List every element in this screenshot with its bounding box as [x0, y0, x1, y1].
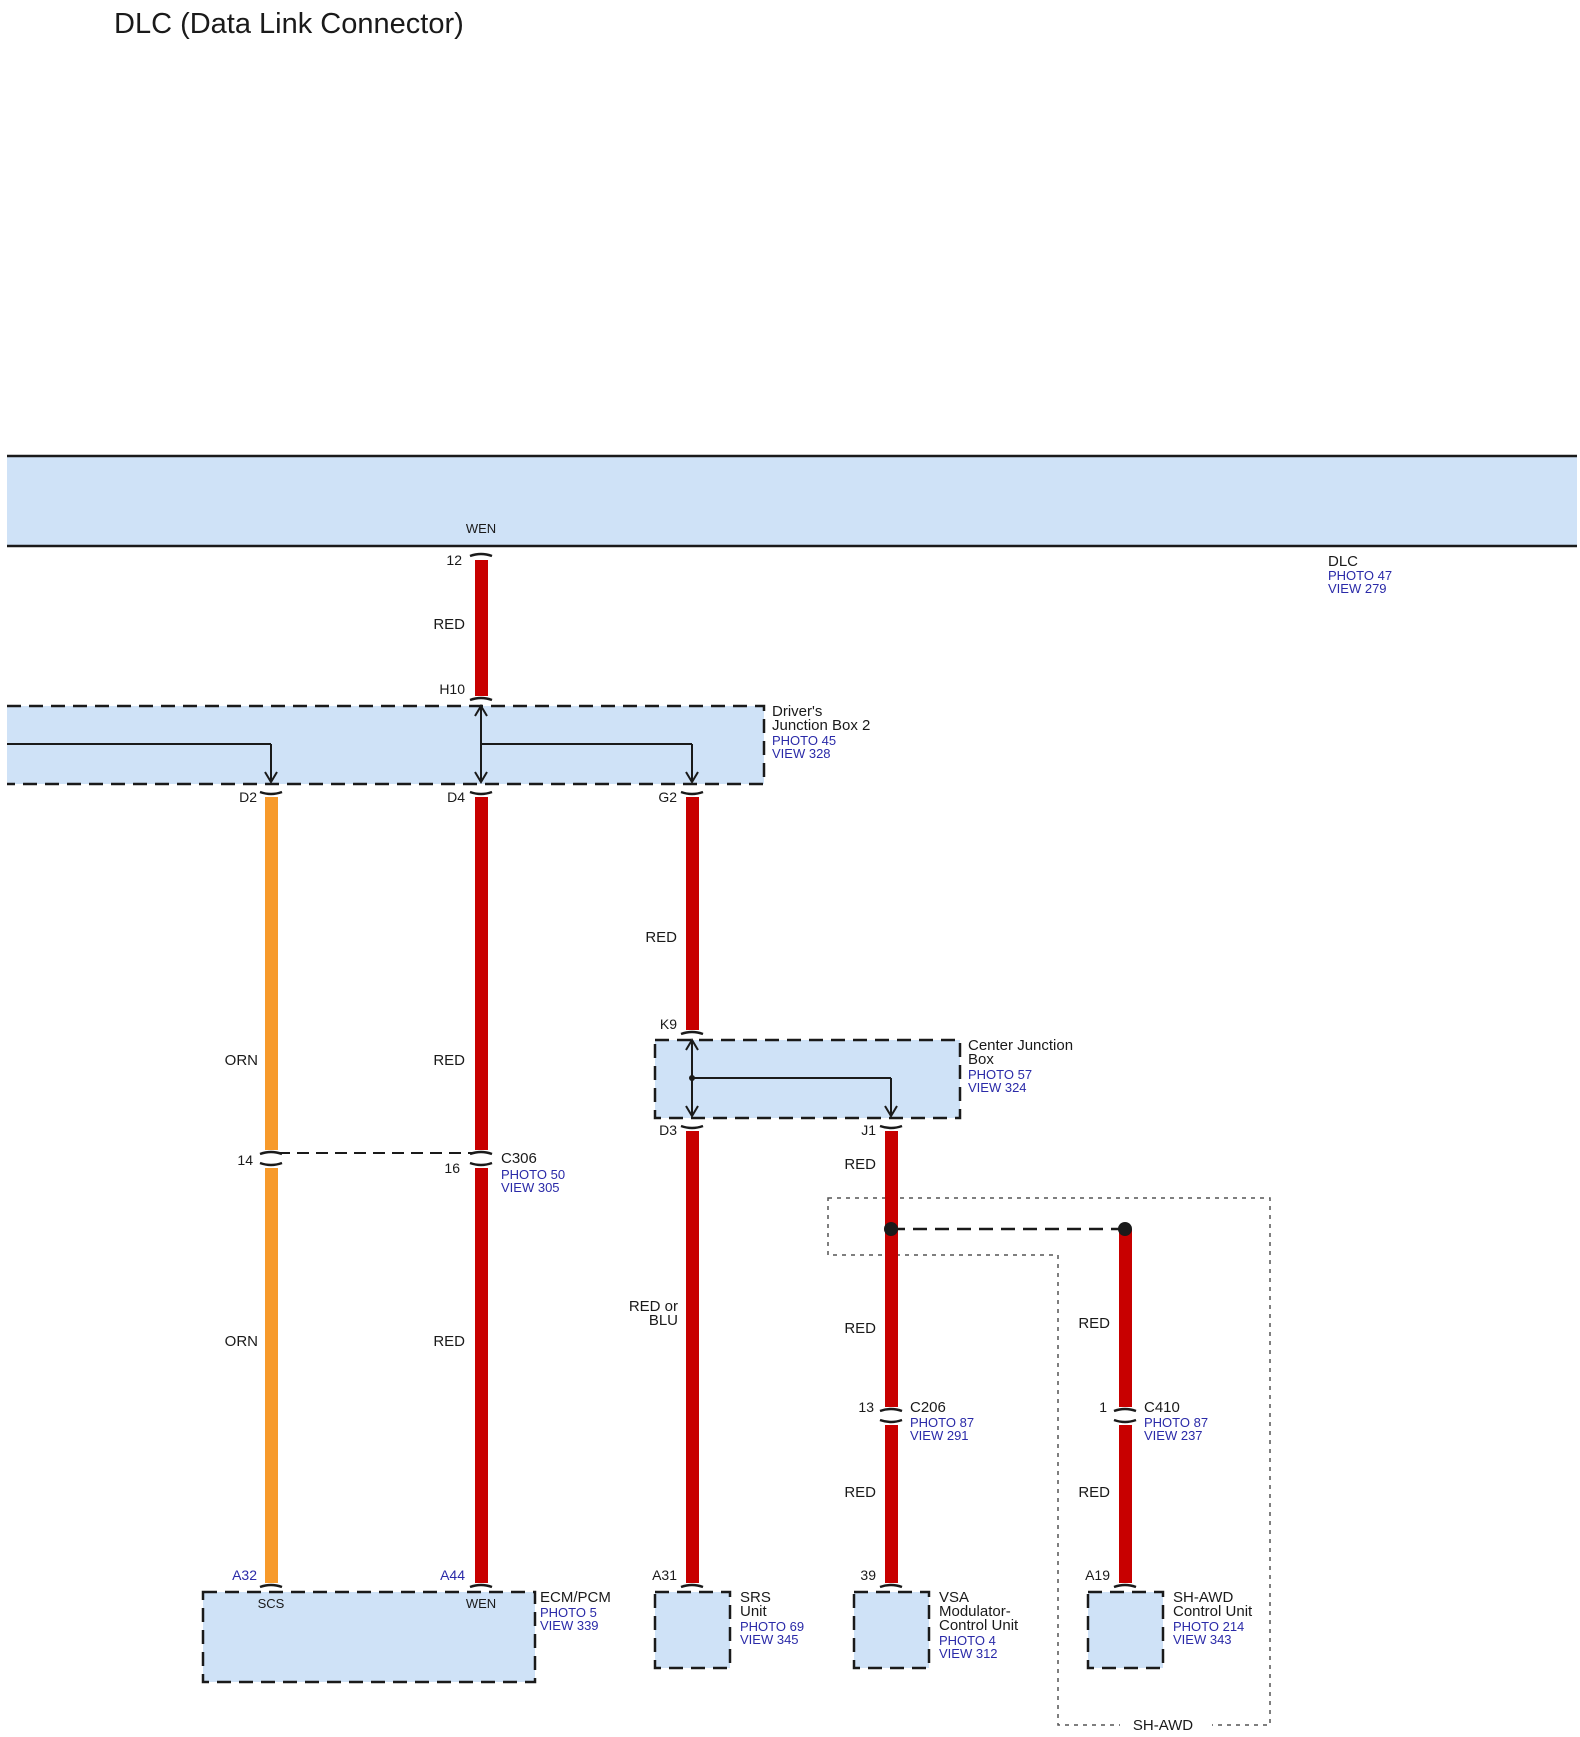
wire-label-d4-c306: RED [433, 1052, 465, 1069]
ecm-photo-link[interactable]: PHOTO 5 [540, 1605, 597, 1620]
wire-d4-to-c306-red[interactable] [475, 797, 488, 1150]
ecm-terminal-wen: WEN [466, 1596, 496, 1611]
vsa-view-link[interactable]: VIEW 312 [939, 1646, 998, 1661]
cjb-view-link[interactable]: VIEW 324 [968, 1080, 1027, 1095]
shawd-name-line2: Control Unit [1173, 1603, 1253, 1620]
wire-label-g2-k9: RED [645, 929, 677, 946]
pin-j1: J1 [861, 1122, 876, 1138]
vsa-name-line2: Modulator- [939, 1603, 1011, 1620]
shawd-option-label: SH-AWD [1133, 1717, 1193, 1734]
dlc-connector[interactable] [7, 454, 1577, 548]
c410-view-link[interactable]: VIEW 237 [1144, 1428, 1203, 1443]
srs-unit-box[interactable] [653, 1590, 732, 1670]
cjb-name-line1: Center Junction [968, 1037, 1073, 1054]
pin-d4: D4 [447, 789, 465, 805]
wire-c306-to-a32-orn[interactable] [265, 1168, 278, 1583]
ecm-terminal-scs: SCS [258, 1596, 285, 1611]
vsa-name-line3: Control Unit [939, 1617, 1019, 1634]
shawd-option-label-bg [1120, 1712, 1212, 1732]
wire-c410-to-shawd[interactable] [1119, 1425, 1132, 1583]
splice-point-vsa [884, 1222, 898, 1236]
shawd-name-line1: SH-AWD [1173, 1589, 1233, 1606]
vsa-name-line1: VSA [939, 1589, 969, 1606]
wire-label-splice-c206: RED [844, 1320, 876, 1337]
pin-a44: A44 [440, 1567, 465, 1583]
wire-label-d2-c306: ORN [225, 1052, 258, 1069]
wire-label-d3-srs-line1: RED or [629, 1298, 678, 1315]
djb2-name-line2: Junction Box 2 [772, 717, 870, 734]
srs-name-line2: Unit [740, 1603, 768, 1620]
dlc-view-link[interactable]: VIEW 279 [1328, 581, 1387, 596]
wire-label-dlc-djb2: RED [433, 616, 465, 633]
wire-label-splice-c410: RED [1078, 1315, 1110, 1332]
c306-view-link[interactable]: VIEW 305 [501, 1180, 560, 1195]
c410-name: C410 [1144, 1399, 1180, 1416]
dlc-photo-link[interactable]: PHOTO 47 [1328, 568, 1392, 583]
c206-view-link[interactable]: VIEW 291 [910, 1428, 969, 1443]
srs-view-link[interactable]: VIEW 345 [740, 1632, 799, 1647]
srs-name-line1: SRS [740, 1589, 771, 1606]
wire-label-j1-splice: RED [844, 1156, 876, 1173]
wire-d3-to-srs[interactable] [686, 1131, 699, 1583]
dlc-name: DLC [1328, 553, 1358, 570]
cjb-name-line2: Box [968, 1051, 994, 1068]
pin-c306-16: 16 [444, 1160, 460, 1176]
wire-c206-to-vsa[interactable] [885, 1425, 898, 1583]
c306-name: C306 [501, 1150, 537, 1167]
vsa-photo-link[interactable]: PHOTO 4 [939, 1633, 996, 1648]
wire-label-c306-a32: ORN [225, 1333, 258, 1350]
wire-dlc-to-djb2[interactable] [475, 560, 488, 696]
pin-d2: D2 [239, 789, 257, 805]
pin-k9: K9 [660, 1016, 677, 1032]
djb2-view-link[interactable]: VIEW 328 [772, 746, 831, 761]
wire-label-c206-vsa: RED [844, 1484, 876, 1501]
pin-h10: H10 [439, 681, 465, 697]
shawd-option-region [827, 1197, 1271, 1726]
c306-photo-link[interactable]: PHOTO 50 [501, 1167, 565, 1182]
wire-g2-to-k9[interactable] [686, 797, 699, 1030]
pin-c410-1: 1 [1099, 1399, 1107, 1415]
ecm-name: ECM/PCM [540, 1589, 611, 1606]
shawd-photo-link[interactable]: PHOTO 214 [1173, 1619, 1244, 1634]
pin-terminals [259, 552, 1137, 1589]
page-title: DLC (Data Link Connector) [114, 8, 464, 40]
c410-photo-link[interactable]: PHOTO 87 [1144, 1415, 1208, 1430]
pin-g2: G2 [658, 789, 677, 805]
pin-c306-14: 14 [237, 1152, 253, 1168]
wire-d2-to-c306-orn[interactable] [265, 797, 278, 1150]
srs-photo-link[interactable]: PHOTO 69 [740, 1619, 804, 1634]
pin-a32: A32 [232, 1567, 257, 1583]
dlc-terminal-label: WEN [466, 521, 496, 536]
ecm-view-link[interactable]: VIEW 339 [540, 1618, 599, 1633]
pin-c206-13: 13 [858, 1399, 874, 1415]
wire-label-c306-a44: RED [433, 1333, 465, 1350]
c206-photo-link[interactable]: PHOTO 87 [910, 1415, 974, 1430]
cjb-photo-link[interactable]: PHOTO 57 [968, 1067, 1032, 1082]
wire-c306-to-a44-red[interactable] [475, 1168, 488, 1583]
pin-a19: A19 [1085, 1567, 1110, 1583]
wire-j1-to-c206[interactable] [885, 1131, 898, 1407]
djb2-photo-link[interactable]: PHOTO 45 [772, 733, 836, 748]
pin-vsa-39: 39 [860, 1567, 876, 1583]
shawd-unit-box[interactable] [1086, 1590, 1165, 1670]
splice-point-shawd [1118, 1222, 1132, 1236]
ecm-pcm-box[interactable] [201, 1590, 537, 1684]
pin-a31: A31 [652, 1567, 677, 1583]
wire-label-c410-shawd: RED [1078, 1484, 1110, 1501]
shawd-view-link[interactable]: VIEW 343 [1173, 1632, 1232, 1647]
djb2-name-line1: Driver's [772, 703, 822, 720]
pin-d3: D3 [659, 1122, 677, 1138]
vsa-unit-box[interactable] [852, 1590, 931, 1670]
cjb-junction-dot [689, 1075, 695, 1081]
wire-splice-to-c410[interactable] [1119, 1229, 1132, 1407]
c206-name: C206 [910, 1399, 946, 1416]
djb2-internal-bus [7, 704, 699, 784]
wire-label-d3-srs-line2: BLU [649, 1312, 678, 1329]
pin-dlc-12: 12 [446, 552, 462, 568]
